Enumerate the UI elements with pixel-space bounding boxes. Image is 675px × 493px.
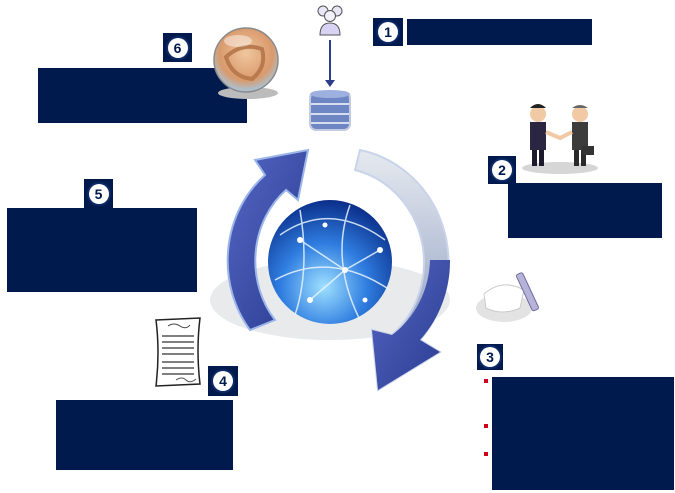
arrow-up-right-icon: [226, 148, 310, 332]
step-5-text-block: [7, 208, 197, 292]
handshake-icon: [522, 104, 598, 174]
step-2-text-block: [508, 183, 662, 238]
document-icon: [155, 317, 201, 387]
step-4-text-block: [56, 400, 233, 470]
connector-arrowhead: [325, 80, 335, 87]
step-badge-5: 5: [84, 179, 113, 208]
bullet-2: [484, 424, 488, 428]
step-badge-3: 3: [477, 344, 503, 370]
step-1-text-block: [407, 19, 592, 45]
globe-network-icon: [268, 200, 392, 324]
teamwork-hands-icon: [213, 27, 279, 99]
users-group-icon: [317, 5, 343, 36]
database-icon: [309, 90, 351, 131]
step-badge-2: 2: [488, 156, 516, 184]
bullet-3: [484, 452, 488, 456]
step-3-text-block: [492, 377, 674, 490]
step-badge-4: 4: [208, 366, 238, 396]
notepad-pen-icon: [476, 272, 539, 322]
bullet-1: [484, 379, 488, 383]
step-6-text-block: [38, 68, 247, 123]
step-badge-1: 1: [373, 18, 403, 46]
connector-line: [329, 40, 331, 84]
arrow-down-right-icon: [353, 148, 451, 392]
step-badge-6: 6: [163, 33, 192, 62]
